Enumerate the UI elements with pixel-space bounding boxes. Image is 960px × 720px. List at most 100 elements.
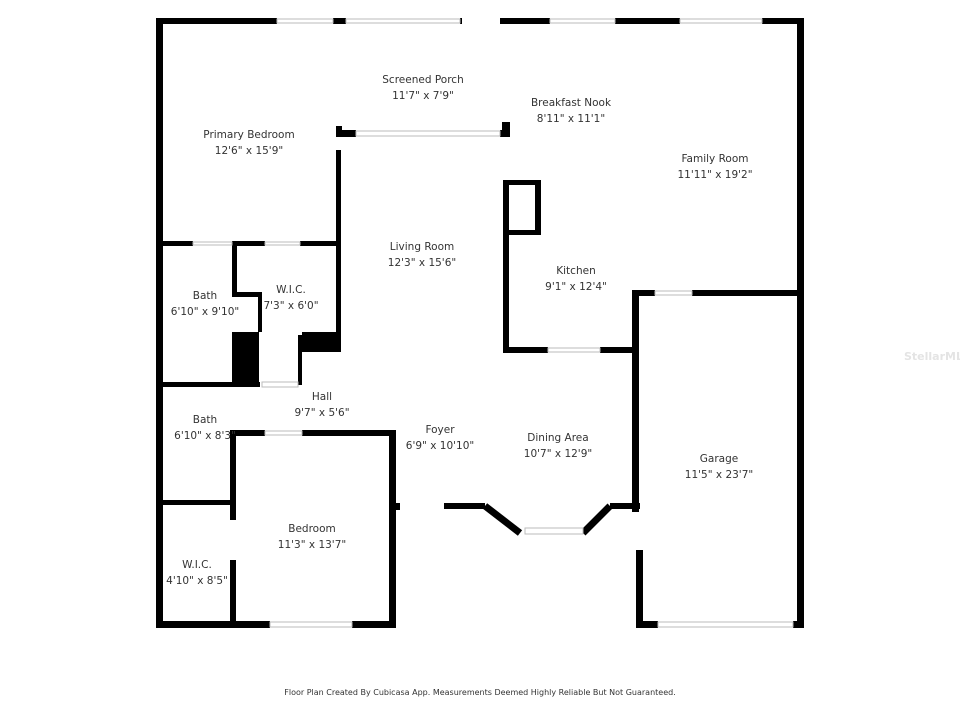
wall [230, 560, 236, 628]
room-name: Screened Porch [382, 74, 464, 86]
wall [600, 347, 636, 353]
wall [156, 18, 163, 628]
window [264, 241, 301, 246]
wall [636, 550, 643, 628]
room-dims: 9'7" x 5'6" [294, 407, 350, 419]
room-wic-1: W.I.C. 7'3" x 6'0" [263, 282, 318, 314]
room-dims: 6'9" x 10'10" [405, 440, 475, 452]
window [547, 347, 601, 353]
window [261, 381, 299, 388]
room-name: Hall [311, 391, 333, 403]
room-name: Living Room [389, 241, 455, 253]
room-foyer: Foyer 6'9" x 10'10" [406, 422, 474, 454]
wall [232, 241, 265, 246]
room-hall: Hall 9'7" x 5'6" [294, 389, 349, 421]
wall [762, 18, 804, 24]
wall [163, 241, 193, 246]
wall [232, 241, 237, 295]
wall [793, 621, 804, 628]
room-bath-2: Bath 6'10" x 8'3" [174, 412, 236, 444]
window [192, 241, 233, 246]
room-dims: 12'3" x 15'6" [387, 257, 457, 269]
room-bath-1: Bath 6'10" x 9'10" [171, 288, 239, 320]
window [264, 430, 303, 436]
wall [232, 292, 262, 297]
bay-wall [580, 503, 613, 536]
room-dims: 6'10" x 8'3" [174, 430, 236, 442]
wall [632, 290, 639, 512]
wall [258, 292, 262, 332]
room-name: Bedroom [288, 523, 336, 535]
wall [797, 18, 804, 295]
wall [503, 230, 541, 235]
room-dims: 12'6" x 15'9" [214, 145, 284, 157]
wall [163, 382, 260, 387]
room-dims: 7'3" x 6'0" [263, 300, 319, 312]
wall [156, 621, 270, 628]
window [549, 18, 616, 24]
wall [163, 500, 232, 505]
window [355, 130, 501, 137]
wall [692, 290, 804, 296]
wall [302, 430, 396, 436]
wall [232, 430, 265, 436]
wall [535, 180, 541, 235]
wall [232, 332, 259, 385]
wall [393, 503, 400, 510]
room-dims: 10'7" x 12'9" [523, 448, 593, 460]
window [524, 527, 584, 535]
room-garage: Garage 11'5" x 23'7" [685, 451, 753, 483]
wall [298, 335, 302, 385]
watermark: StellarMLS [904, 350, 960, 363]
wall [156, 18, 277, 24]
room-dims: 11'7" x 7'9" [392, 90, 454, 102]
room-bedroom: Bedroom 11'3" x 13'7" [278, 521, 346, 553]
room-living-room: Living Room 12'3" x 15'6" [388, 239, 456, 271]
room-name: Primary Bedroom [203, 129, 295, 141]
wall [797, 290, 804, 628]
wall [333, 18, 346, 24]
window [679, 18, 763, 24]
wall [336, 150, 341, 352]
wall [503, 180, 541, 185]
wall [460, 18, 462, 24]
window [654, 290, 693, 296]
room-name: Garage [699, 453, 739, 465]
room-name: Dining Area [527, 432, 589, 444]
wall [352, 621, 396, 628]
window [657, 621, 794, 628]
window [276, 18, 334, 24]
wall [636, 621, 658, 628]
bay-wall [482, 503, 523, 536]
wall [615, 18, 680, 24]
wall [610, 503, 640, 509]
room-name: Bath [192, 414, 218, 426]
wall [336, 130, 356, 137]
room-name: W.I.C. [182, 559, 212, 571]
room-name: Foyer [425, 424, 455, 436]
room-screened-porch: Screened Porch 11'7" x 7'9" [382, 72, 463, 104]
room-dims: 11'3" x 13'7" [277, 539, 347, 551]
wall [503, 347, 548, 353]
footer-disclaimer: Floor Plan Created By Cubicasa App. Meas… [284, 688, 676, 697]
room-wic-2: W.I.C. 4'10" x 8'5" [166, 557, 228, 589]
wall [302, 332, 338, 352]
wall [444, 503, 485, 509]
room-dims: 4'10" x 8'5" [166, 575, 228, 587]
room-dining-area: Dining Area 10'7" x 12'9" [524, 430, 592, 462]
room-dims: 6'10" x 9'10" [170, 306, 240, 318]
wall [502, 122, 510, 137]
window [269, 621, 353, 628]
room-name: W.I.C. [276, 284, 306, 296]
wall [500, 18, 550, 24]
room-name: Kitchen [556, 265, 596, 277]
wall [230, 430, 236, 520]
room-dims: 11'5" x 23'7" [684, 469, 754, 481]
room-primary-bedroom: Primary Bedroom 12'6" x 15'9" [203, 127, 294, 159]
room-name: Bath [192, 290, 218, 302]
room-name: Breakfast Nook [530, 97, 612, 109]
room-name: Family Room [681, 153, 749, 165]
